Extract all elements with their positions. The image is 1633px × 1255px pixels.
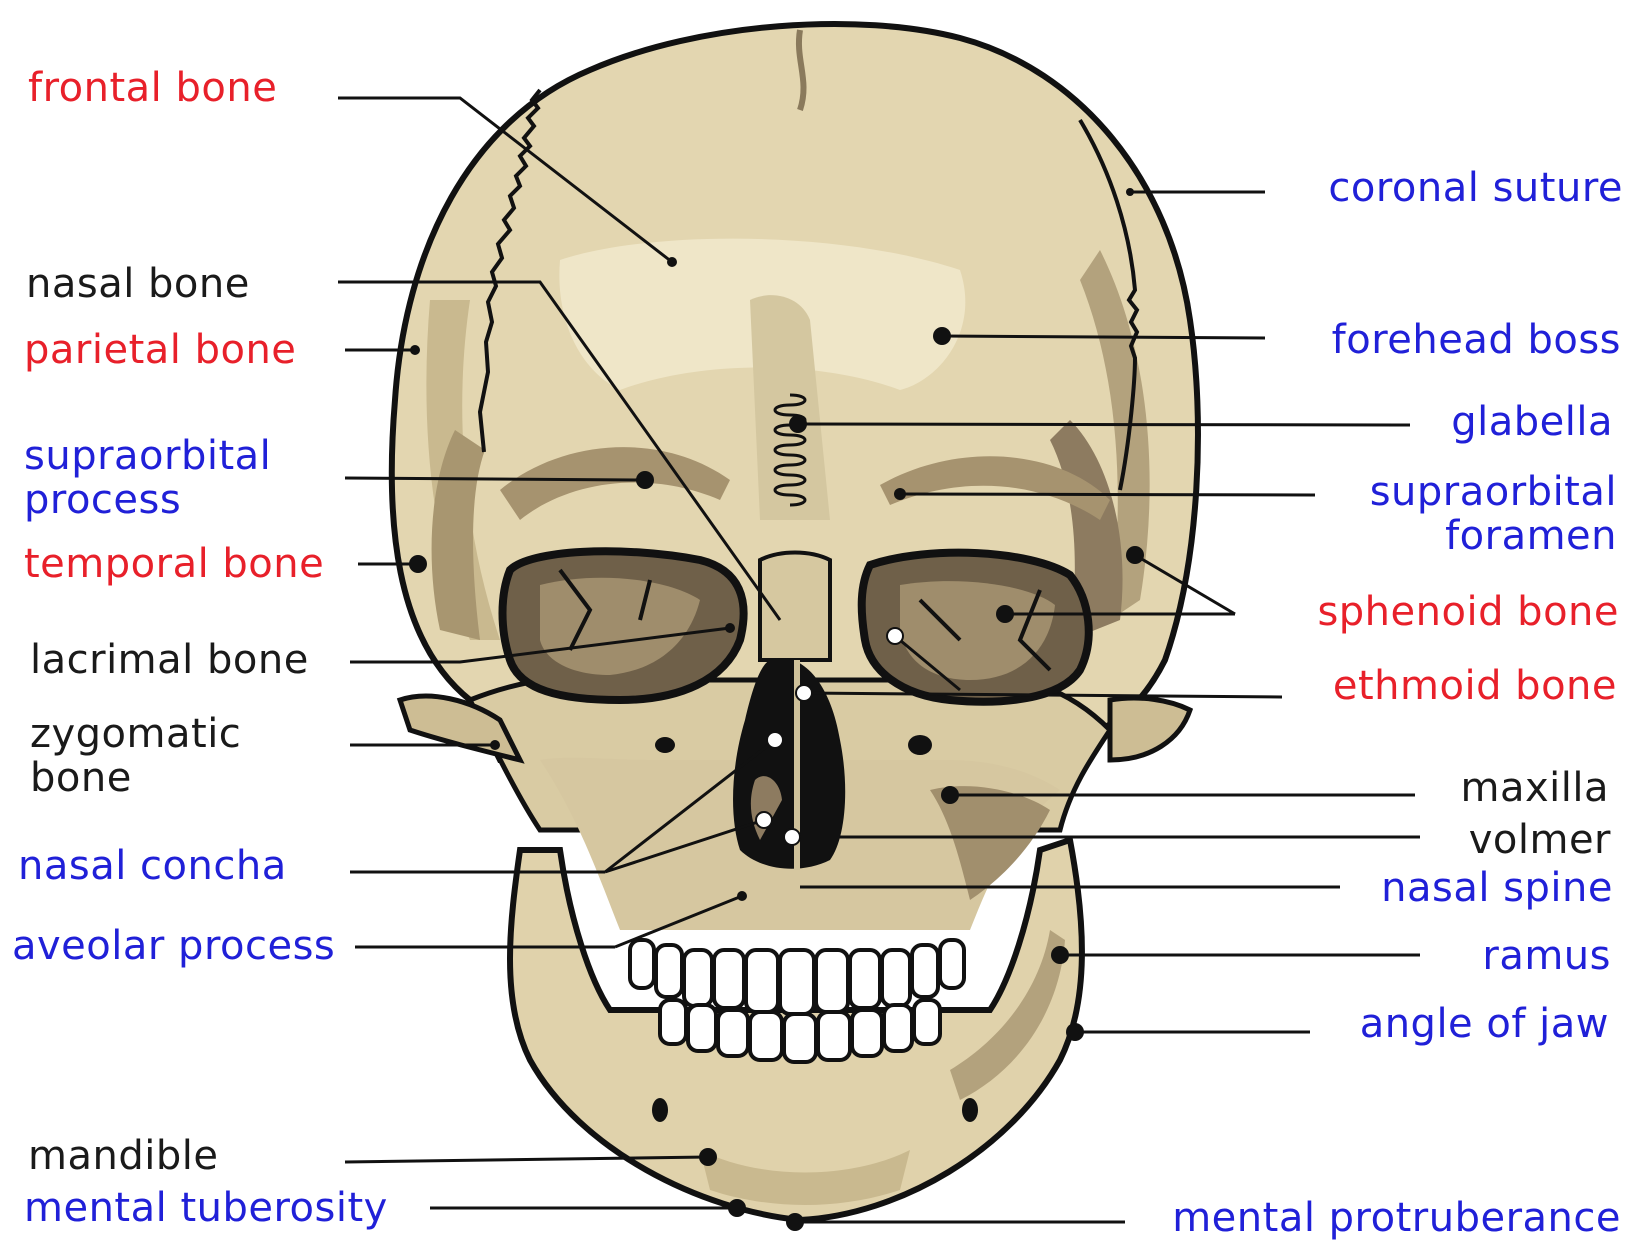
dot-glabella [789, 415, 807, 433]
tooth [660, 1000, 686, 1044]
label-sphenoid-bone: sphenoid bone [1317, 590, 1619, 634]
leader-glabella [798, 424, 1410, 425]
dot-nasal-concha-b [756, 812, 772, 828]
tooth [882, 950, 910, 1006]
tooth [940, 940, 964, 988]
tooth [684, 950, 712, 1006]
tooth [816, 950, 848, 1012]
mental-foramen-left [652, 1098, 668, 1122]
label-aveolar-process: aveolar process [12, 924, 335, 968]
dot-nasal-concha-a [767, 732, 783, 748]
infraorbital-foramen-left [655, 737, 675, 753]
mental-foramen-right [962, 1098, 978, 1122]
label-mandible: mandible [28, 1134, 218, 1178]
tooth [914, 1000, 940, 1044]
tooth [884, 1005, 912, 1051]
tooth [656, 945, 682, 997]
zygomatic-arch-right [1110, 698, 1190, 760]
dot-aveolar-process [737, 891, 747, 901]
label-temporal-bone: temporal bone [24, 542, 324, 586]
label-glabella: glabella [1451, 400, 1613, 444]
label-nasal-spine: nasal spine [1381, 866, 1613, 910]
label-supraorbital-foramen: supraorbital foramen [1370, 470, 1617, 558]
tooth [718, 1010, 748, 1056]
label-zygomatic-bone: zygomatic bone [30, 712, 241, 800]
label-parietal-bone: parietal bone [24, 328, 296, 372]
tooth [750, 1012, 782, 1060]
dot-forehead-boss [933, 327, 951, 345]
dot-coronal-suture [1126, 188, 1134, 196]
label-angle-of-jaw: angle of jaw [1360, 1002, 1609, 1046]
dot-volmer [784, 829, 800, 845]
label-nasal-bone: nasal bone [26, 262, 250, 306]
tooth [746, 950, 778, 1012]
tooth [852, 1010, 882, 1056]
label-ramus: ramus [1482, 934, 1611, 978]
tooth [688, 1005, 716, 1051]
dot-zygomatic-bone [490, 740, 500, 750]
leader-supraorbital-process [345, 478, 645, 480]
dot-sphenoid-bone-b [1126, 546, 1144, 564]
dot-ramus [1051, 946, 1069, 964]
tooth [780, 950, 814, 1014]
label-frontal-bone: frontal bone [28, 66, 277, 110]
label-ethmoid-bone: ethmoid bone [1333, 664, 1617, 708]
dot-supraorbital-process [636, 471, 654, 489]
label-lacrimal-bone: lacrimal bone [30, 638, 309, 682]
tooth [912, 945, 938, 997]
dot-supraorbital-foramen [894, 488, 906, 500]
label-coronal-suture: coronal suture [1328, 166, 1623, 210]
dot-ethmoid-bone-b [796, 685, 812, 701]
dot-lacrimal-bone [725, 623, 735, 633]
tooth [630, 940, 654, 988]
tooth [784, 1014, 816, 1062]
dot-parietal-bone [410, 345, 420, 355]
label-nasal-concha: nasal concha [18, 844, 287, 888]
dot-maxilla [941, 786, 959, 804]
tooth [714, 950, 744, 1008]
label-supraorbital-process: supraorbital process [24, 434, 271, 522]
label-mental-tuberosity: mental tuberosity [24, 1186, 388, 1230]
label-mental-protruberance: mental protruberance [1172, 1196, 1621, 1240]
infraorbital-foramen-right [908, 735, 932, 755]
dot-temporal-bone [409, 555, 427, 573]
tooth [850, 950, 880, 1008]
dot-sphenoid-bone [996, 605, 1014, 623]
label-volmer: volmer [1469, 818, 1611, 862]
label-forehead-boss: forehead boss [1332, 318, 1621, 362]
dot-mental-protruberance [786, 1213, 804, 1231]
tooth [818, 1012, 850, 1060]
dot-angle-of-jaw [1066, 1023, 1084, 1041]
leader-supraorbital-foramen [900, 494, 1315, 495]
dot-ethmoid-bone [887, 628, 903, 644]
dot-frontal-bone [667, 257, 677, 267]
dot-mandible [699, 1148, 717, 1166]
label-maxilla: maxilla [1461, 766, 1610, 810]
leader-forehead-boss [942, 336, 1265, 338]
dot-mental-tuberosity [728, 1199, 746, 1217]
